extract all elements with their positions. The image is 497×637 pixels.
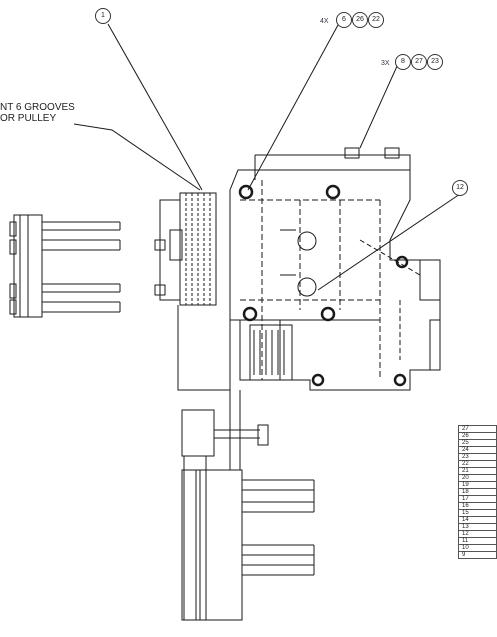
bom-item-number: 12	[458, 530, 497, 538]
bom-row: 20	[458, 474, 497, 482]
grooves-note: NT 6 GROOVES OR PULLEY	[0, 102, 75, 124]
bom-item-number: 16	[458, 502, 497, 510]
callout-4x-item-2: 26	[352, 12, 368, 28]
bom-row: 12	[458, 530, 497, 538]
bom-item-number: 21	[458, 467, 497, 475]
leader-callout-3x	[359, 63, 399, 149]
bom-row: 27	[458, 425, 497, 433]
callout-4x-item-3: 22	[368, 12, 384, 28]
bom-item-number: 22	[458, 460, 497, 468]
bom-item-number: 9	[458, 551, 497, 559]
bom-row: 19	[458, 481, 497, 489]
bom-item-number: 10	[458, 544, 497, 552]
bom-item-number: 27	[458, 425, 497, 433]
bolt-heads	[238, 184, 409, 387]
callout-4x-qty: 4X	[320, 18, 329, 25]
bom-row: 10	[458, 544, 497, 552]
callout-3x-item-2: 27	[411, 54, 427, 70]
leader-note	[73, 123, 201, 191]
bom-item-number: 15	[458, 509, 497, 517]
callout-3x-item-1: 8	[395, 54, 411, 70]
bom-row: 11	[458, 537, 497, 545]
bom-row: 15	[458, 509, 497, 517]
bom-item-number: 17	[458, 495, 497, 503]
bom-row: 17	[458, 495, 497, 503]
left-pulley	[9, 214, 121, 318]
bom-row: 24	[458, 446, 497, 454]
bom-row: 13	[458, 523, 497, 531]
leader-balloon-1	[107, 23, 203, 191]
leader-balloon-12	[317, 193, 461, 291]
bom-item-number: 14	[458, 516, 497, 524]
bom-item-number: 23	[458, 453, 497, 461]
bom-item-number: 26	[458, 432, 497, 440]
bom-row: 23	[458, 453, 497, 461]
bom-item-number: 24	[458, 446, 497, 454]
bom-item-number: 19	[458, 481, 497, 489]
note-line-2: OR PULLEY	[0, 113, 57, 124]
bom-row: 26	[458, 432, 497, 440]
bom-row: 21	[458, 467, 497, 475]
bom-item-number: 25	[458, 439, 497, 447]
bom-row: 16	[458, 502, 497, 510]
bom-row: 18	[458, 488, 497, 496]
pump-housing	[229, 147, 441, 391]
note-line-1: NT 6 GROOVES	[0, 102, 75, 113]
callout-3x-item-3: 23	[427, 54, 443, 70]
bom-item-number: 18	[458, 488, 497, 496]
bom-row: 14	[458, 516, 497, 524]
bom-row: 25	[458, 439, 497, 447]
bom-row: 9	[458, 551, 497, 559]
lower-bracket	[177, 305, 315, 621]
balloon-1: 1	[95, 8, 111, 24]
bom-item-number: 11	[458, 537, 497, 545]
callout-3x-qty: 3X	[381, 60, 390, 67]
callout-4x-item-1: 6	[336, 12, 352, 28]
leader-callout-4x	[247, 24, 339, 191]
bom-item-number: 20	[458, 474, 497, 482]
balloon-12: 12	[452, 180, 468, 196]
bom-item-number: 13	[458, 523, 497, 531]
bom-row: 22	[458, 460, 497, 468]
main-pulley	[154, 192, 217, 306]
